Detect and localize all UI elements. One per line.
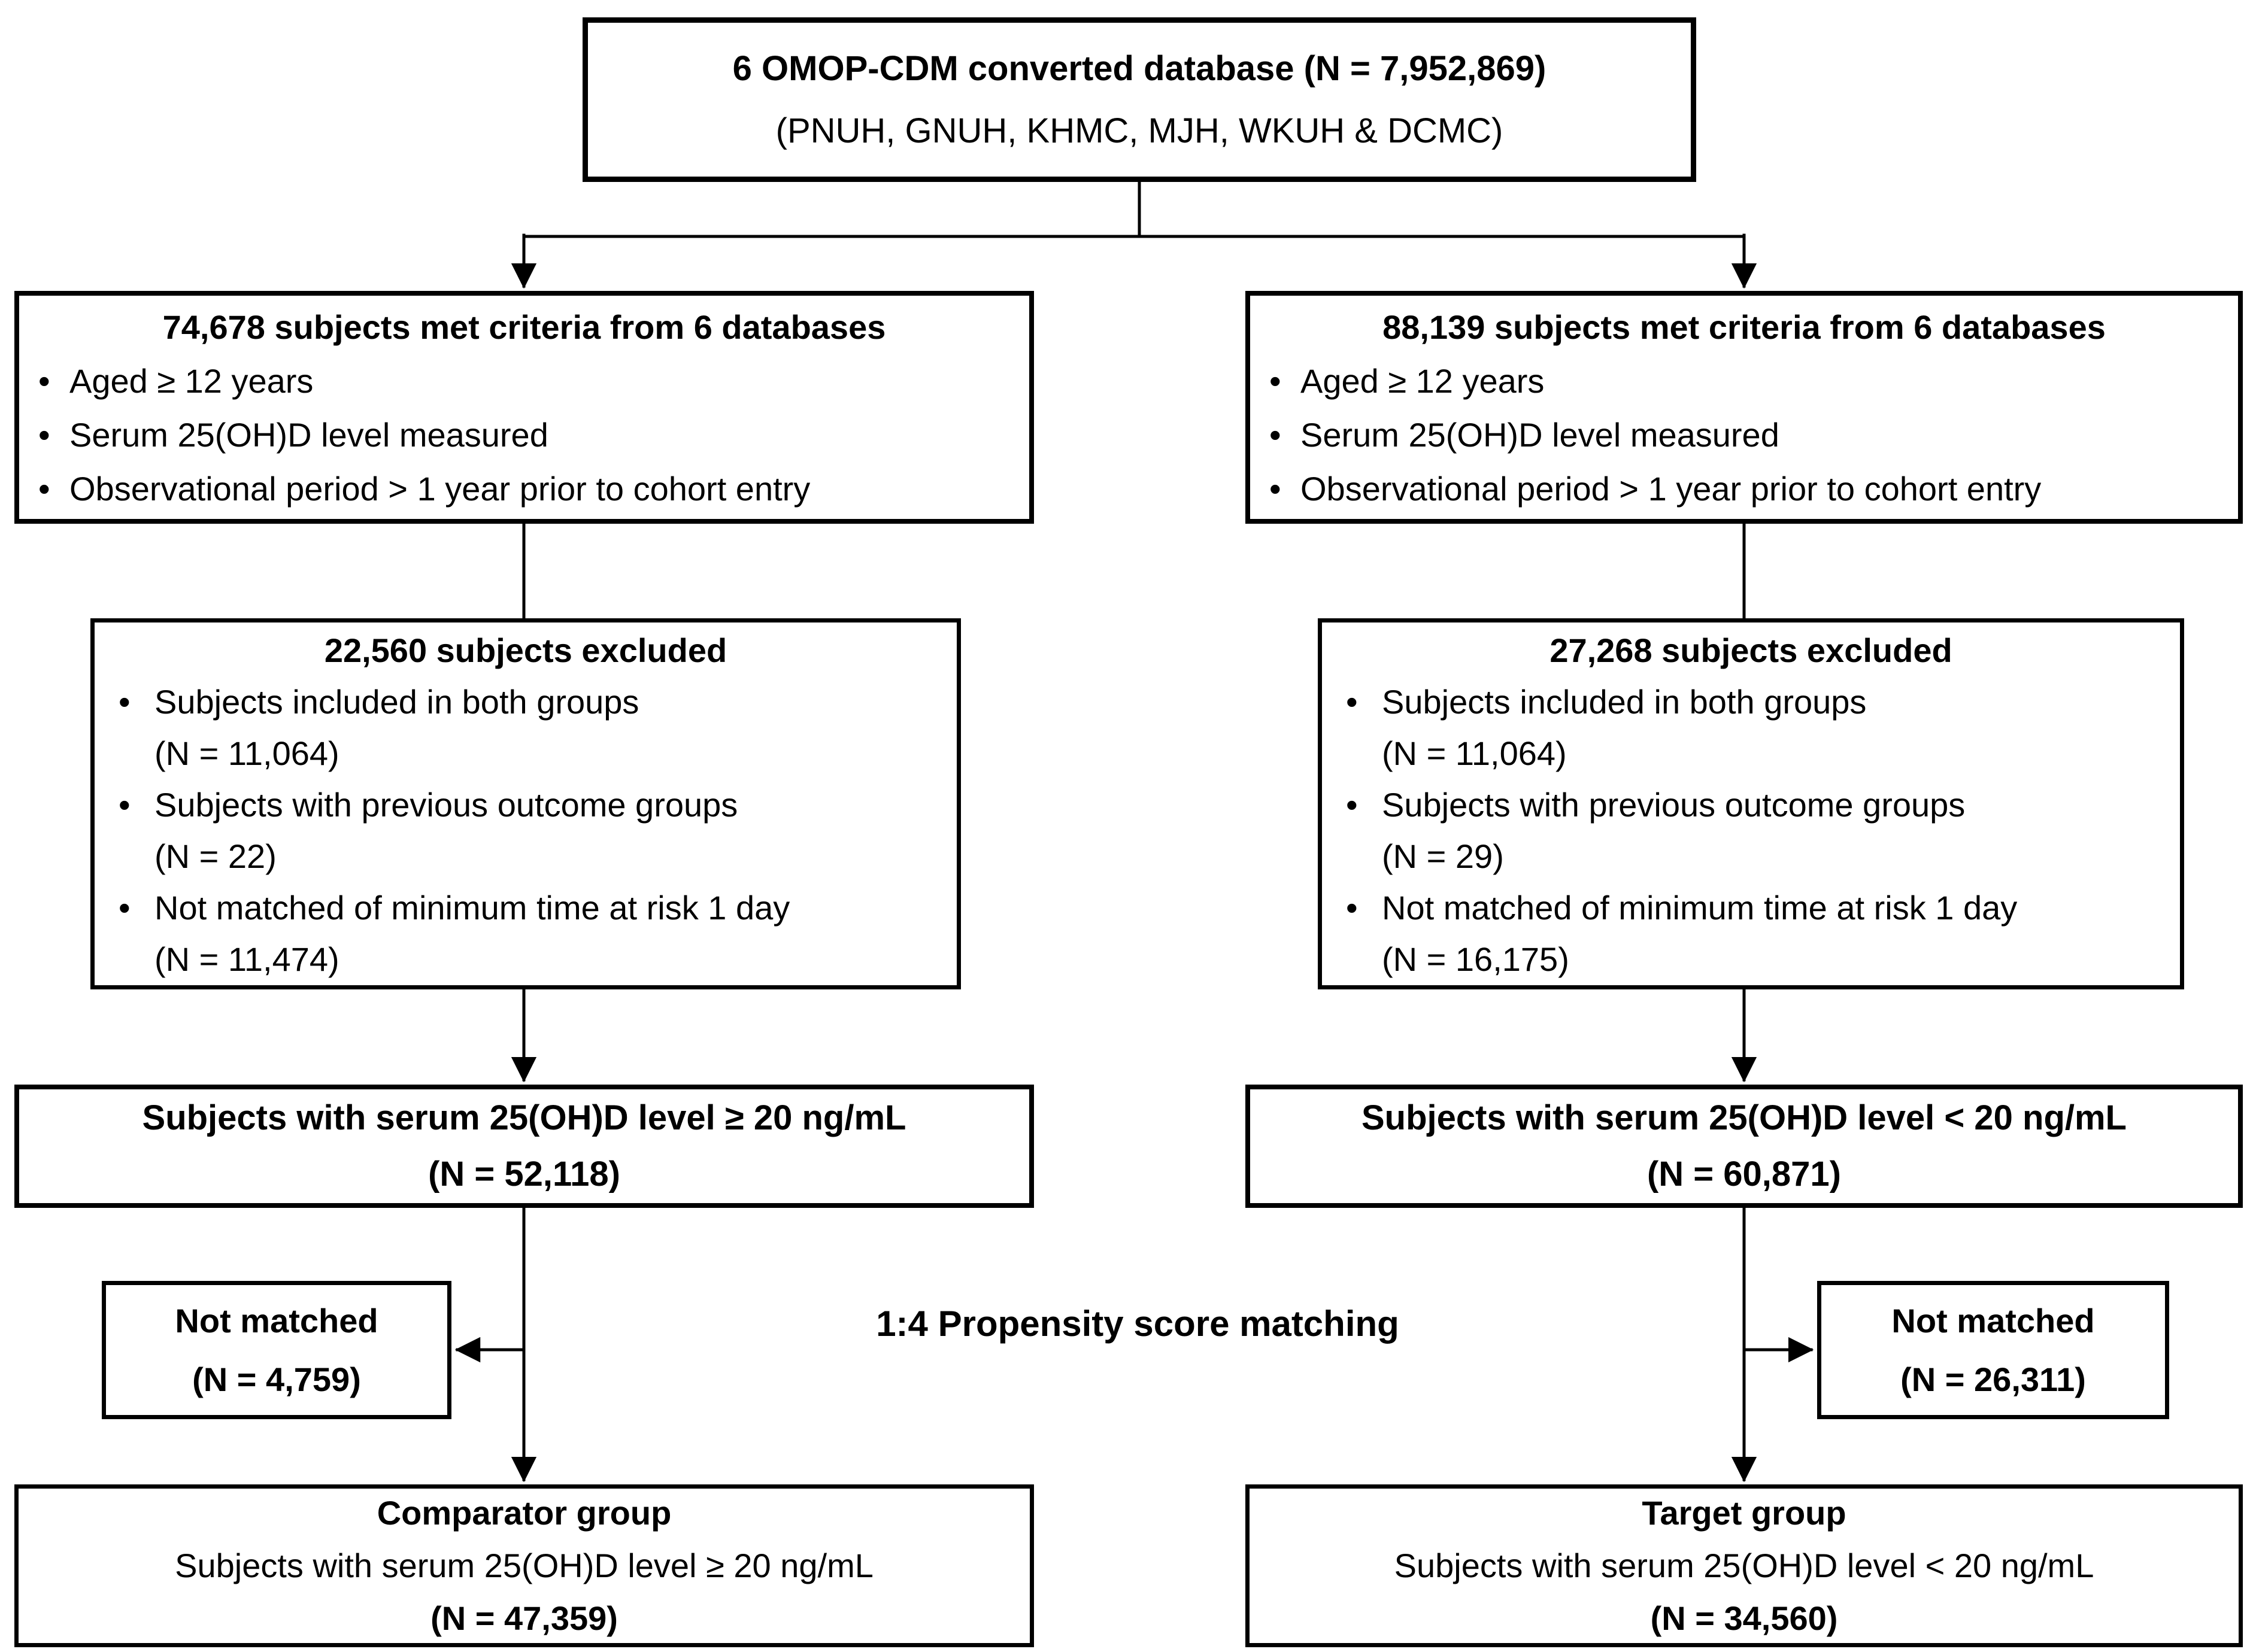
bullet-icon: •	[38, 362, 50, 400]
serum-box-left: Subjects with serum 25(OH)D level ≥ 20 n…	[14, 1085, 1034, 1208]
serum-line: Subjects with serum 25(OH)D level ≥ 20 n…	[142, 1098, 906, 1137]
excluded-item-n: (N = 29)	[1382, 837, 1504, 875]
bullet-icon: •	[1346, 683, 1358, 721]
criteria-bullet: • Serum 25(OH)D level measured	[32, 408, 1016, 462]
excluded-box-left: 22,560 subjects excluded • Subjects inclu…	[90, 618, 961, 989]
group-desc: Subjects with serum 25(OH)D level ≥ 20 n…	[175, 1547, 874, 1584]
bullet-icon: •	[1269, 470, 1281, 508]
excluded-item-text: Not matched of minimum time at risk 1 da…	[154, 889, 790, 927]
excluded-item-text: Subjects with previous outcome groups	[154, 786, 738, 824]
matching-label: 1:4 Propensity score matching	[876, 1304, 1399, 1344]
criteria-bullet-text: Aged ≥ 12 years	[1300, 362, 1545, 400]
group-desc: Subjects with serum 25(OH)D level < 20 n…	[1394, 1547, 2094, 1584]
serum-n: (N = 60,871)	[1646, 1155, 1841, 1194]
excluded-item: • Subjects with previous outcome groups (N…	[109, 779, 942, 882]
group-n: (N = 47,359)	[430, 1599, 618, 1637]
group-name: Comparator group	[377, 1494, 672, 1532]
bullet-icon: •	[1346, 786, 1358, 824]
group-box-target: Target group Subjects with serum 25(OH)D…	[1245, 1484, 2243, 1647]
excluded-item-n: (N = 11,064)	[1382, 734, 1567, 772]
not-matched-n: (N = 26,311)	[1900, 1360, 2086, 1398]
criteria-box-right: 88,139 subjects met criteria from 6 data…	[1245, 291, 2243, 524]
bullet-icon: •	[119, 683, 131, 721]
bullet-icon: •	[1346, 889, 1358, 927]
serum-line: Subjects with serum 25(OH)D level < 20 n…	[1361, 1098, 2127, 1137]
excluded-item-text: Subjects with previous outcome groups	[1382, 786, 1966, 824]
criteria-heading-left: 74,678 subjects met criteria from 6 data…	[162, 308, 886, 346]
excluded-item-n: (N = 22)	[154, 837, 277, 875]
excluded-item: • Subjects included in both groups (N = 11…	[1336, 676, 2166, 779]
criteria-box-left: 74,678 subjects met criteria from 6 data…	[14, 291, 1034, 524]
bullet-icon: •	[119, 889, 131, 927]
database-box: 6 OMOP-CDM converted database (N = 7,952…	[583, 17, 1696, 182]
not-matched-label: Not matched	[175, 1301, 378, 1340]
criteria-bullet: • Aged ≥ 12 years	[1263, 354, 2225, 408]
not-matched-n: (N = 4,759)	[192, 1360, 361, 1398]
not-matched-label: Not matched	[1891, 1301, 2095, 1340]
not-matched-box-right: Not matched (N = 26,311)	[1817, 1281, 2169, 1419]
excluded-heading-left: 22,560 subjects excluded	[324, 631, 727, 669]
excluded-item-n: (N = 11,474)	[154, 940, 339, 978]
bullet-icon: •	[38, 416, 50, 454]
criteria-bullet: • Observational period > 1 year prior to …	[32, 462, 1016, 516]
excluded-heading-right: 27,268 subjects excluded	[1549, 631, 1952, 669]
criteria-bullet: • Observational period > 1 year prior to …	[1263, 462, 2225, 516]
group-box-comparator: Comparator group Subjects with serum 25(…	[14, 1484, 1034, 1647]
excluded-item: • Subjects with previous outcome groups (N…	[1336, 779, 2166, 882]
bullet-icon: •	[1269, 416, 1281, 454]
criteria-bullet-text: Aged ≥ 12 years	[69, 362, 314, 400]
criteria-bullet-text: Serum 25(OH)D level measured	[69, 416, 548, 454]
excluded-item-n: (N = 11,064)	[154, 734, 339, 772]
excluded-box-right: 27,268 subjects excluded • Subjects inclu…	[1318, 618, 2184, 989]
excluded-item-text: Subjects included in both groups	[154, 683, 639, 721]
serum-box-right: Subjects with serum 25(OH)D level < 20 n…	[1245, 1085, 2243, 1208]
database-sites: (PNUH, GNUH, KHMC, MJH, WKUH & DCMC)	[775, 111, 1503, 150]
criteria-bullet: • Serum 25(OH)D level measured	[1263, 408, 2225, 462]
group-name: Target group	[1642, 1494, 1846, 1532]
excluded-item-text: Subjects included in both groups	[1382, 683, 1867, 721]
bullet-icon: •	[1269, 362, 1281, 400]
excluded-item-text: Not matched of minimum time at risk 1 da…	[1382, 889, 2018, 927]
serum-n: (N = 52,118)	[428, 1155, 620, 1194]
criteria-heading-right: 88,139 subjects met criteria from 6 data…	[1382, 308, 2106, 346]
criteria-bullet-text: Observational period > 1 year prior to c…	[69, 470, 811, 508]
bullet-icon: •	[38, 470, 50, 508]
criteria-bullet: • Aged ≥ 12 years	[32, 354, 1016, 408]
bullet-icon: •	[119, 786, 131, 824]
excluded-item: • Not matched of minimum time at risk 1 d…	[109, 882, 942, 985]
excluded-item-n: (N = 16,175)	[1382, 940, 1569, 978]
group-n: (N = 34,560)	[1650, 1599, 1838, 1637]
excluded-item: • Not matched of minimum time at risk 1 d…	[1336, 882, 2166, 985]
not-matched-box-left: Not matched (N = 4,759)	[102, 1281, 451, 1419]
excluded-item: • Subjects included in both groups (N = 11…	[109, 676, 942, 779]
database-title: 6 OMOP-CDM converted database (N = 7,952…	[732, 48, 1547, 88]
criteria-bullet-text: Serum 25(OH)D level measured	[1300, 416, 1779, 454]
criteria-bullet-text: Observational period > 1 year prior to c…	[1300, 470, 2042, 508]
